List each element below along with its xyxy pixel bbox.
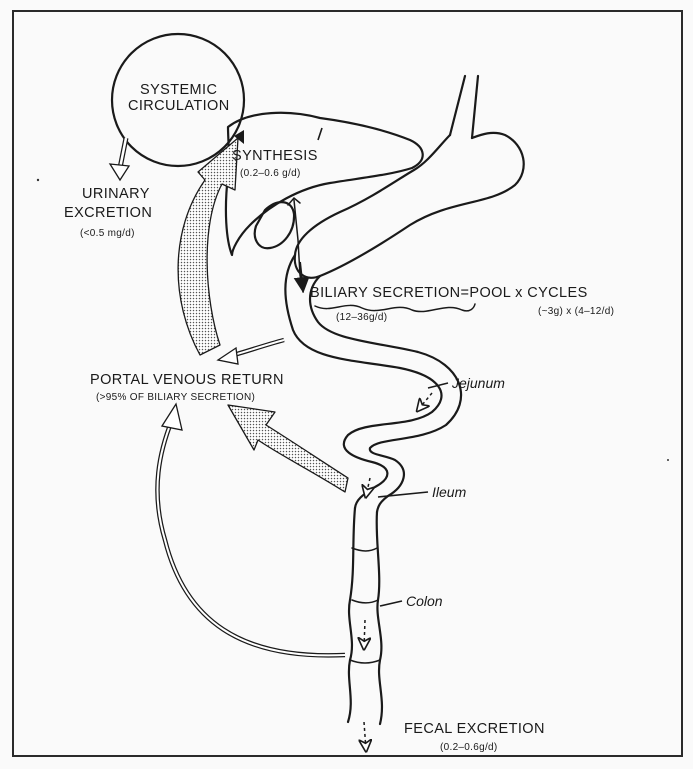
stomach-outline — [295, 133, 524, 278]
esophagus-outline — [450, 76, 465, 135]
systemic-label-line2: CIRCULATION — [128, 98, 230, 114]
pool-cycles-value: (~3g) x (4–12/d) — [538, 306, 614, 317]
ileum-label: Ileum — [432, 484, 467, 500]
gallbladder-outline — [255, 202, 294, 248]
gut-flow-fecal — [364, 722, 366, 750]
synthesis-rate: (0.2–0.6 g/d) — [240, 168, 301, 179]
portal-sublabel: (>95% OF BILIARY SECRETION) — [96, 392, 255, 403]
fecal-rate: (0.2–0.6g/d) — [440, 742, 498, 753]
colon-haustra — [350, 548, 380, 663]
colon-left-wall — [348, 508, 355, 722]
urinary-label-line1: URINARY — [82, 186, 150, 202]
synthesis-label: SYNTHESIS — [232, 148, 318, 164]
urinary-arrow — [110, 138, 129, 180]
gut-flow-colon — [364, 620, 365, 648]
colon-leader — [380, 601, 402, 606]
biliary-wavy-underline — [315, 304, 475, 312]
urinary-rate: (<0.5 mg/d) — [80, 228, 135, 239]
ileum-leader — [378, 492, 428, 497]
esophagus-outline-inner — [472, 76, 478, 138]
synthesis-tick — [318, 128, 322, 140]
biliary-label: BILIARY SECRETION=POOL x CYCLES — [310, 285, 588, 301]
colon-right-wall — [377, 512, 382, 724]
jejunum-label: Jejunum — [451, 375, 505, 391]
scan-speck — [37, 179, 39, 181]
duodenal-return-arrow — [218, 340, 284, 364]
systemic-label-line1: SYSTEMIC — [140, 82, 217, 98]
biliary-rate: (12–36g/d) — [336, 312, 387, 323]
scan-speck — [667, 459, 669, 461]
ileum-reabsorption-arrow — [228, 405, 348, 492]
colon-label: Colon — [406, 593, 443, 609]
urinary-label-line2: EXCRETION — [64, 205, 152, 221]
portal-label: PORTAL VENOUS RETURN — [90, 372, 284, 388]
gut-flow-jejunum — [418, 393, 432, 410]
fecal-label: FECAL EXCRETION — [404, 721, 545, 737]
